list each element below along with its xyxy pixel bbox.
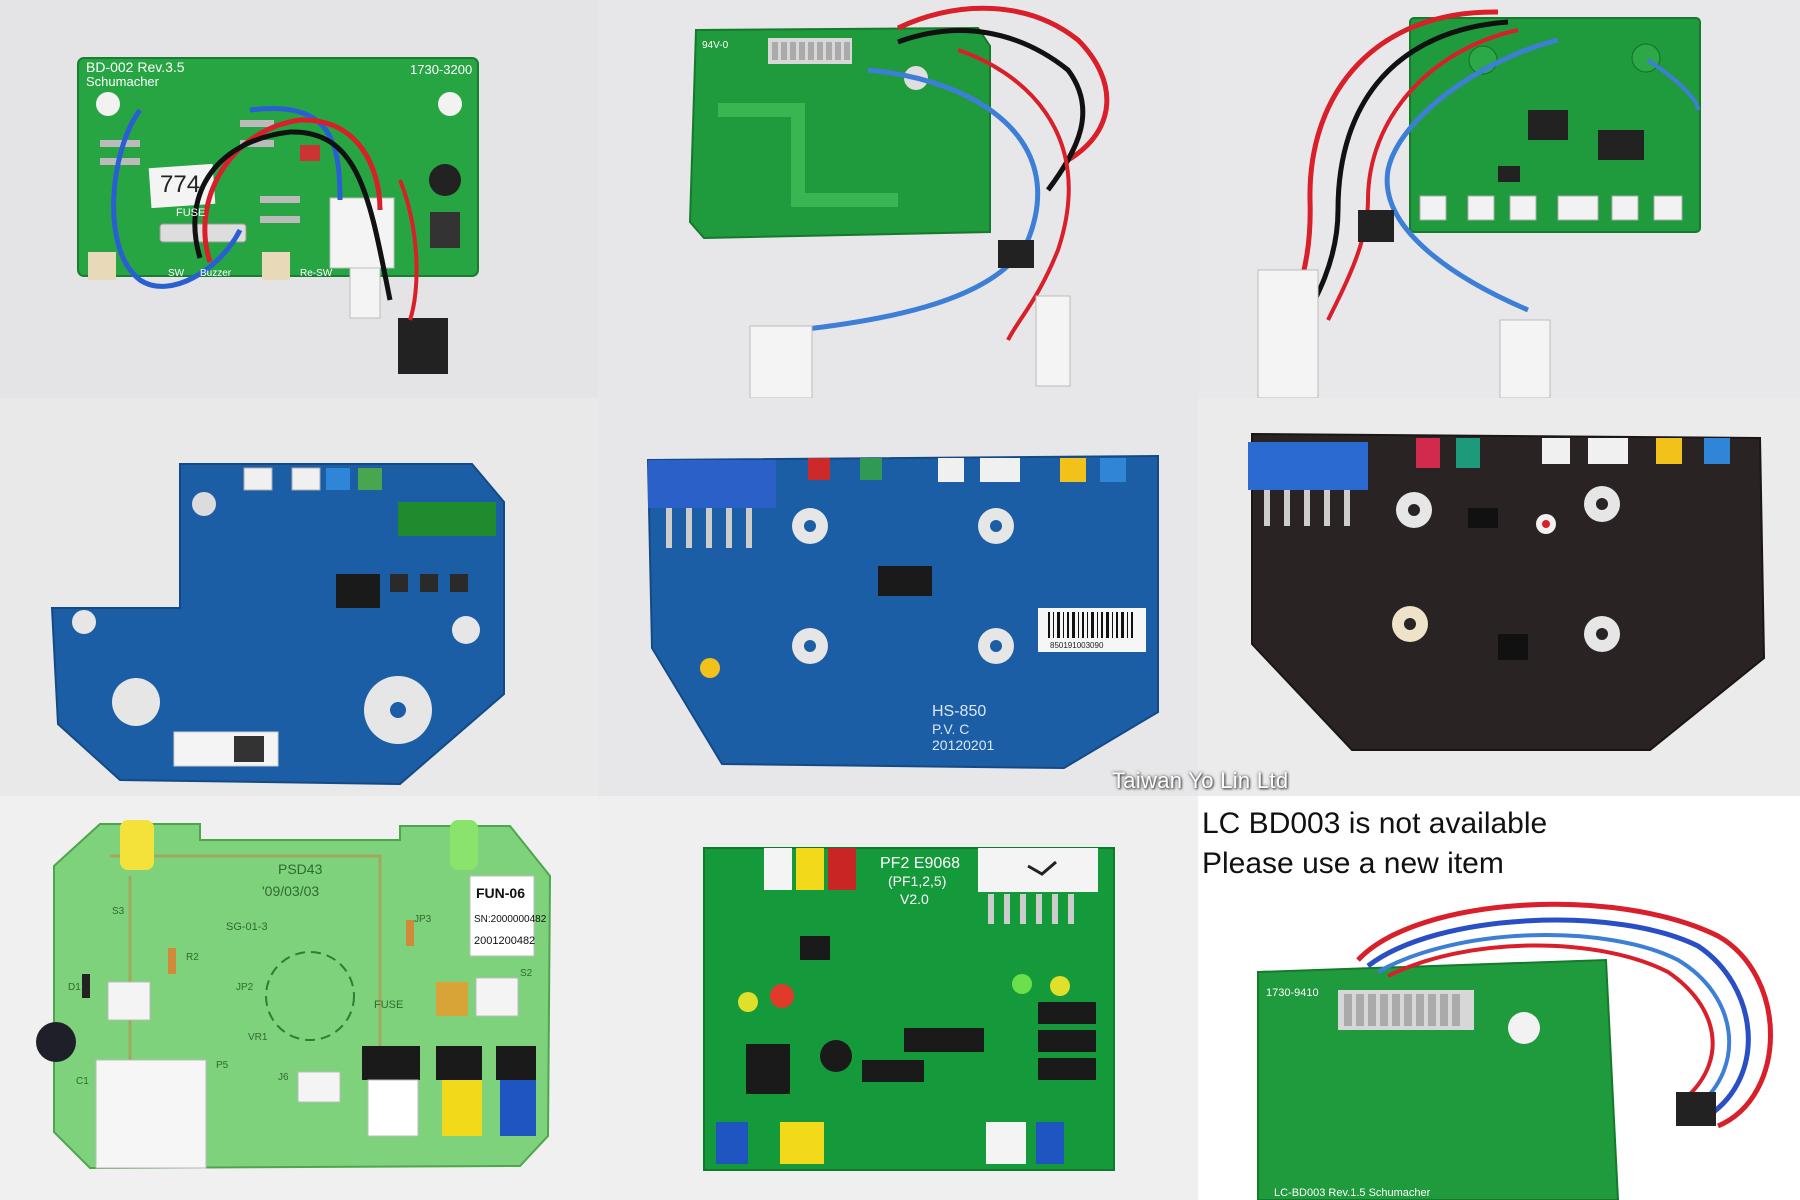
vr1-label: VR1: [248, 1032, 268, 1043]
photo-board-lcbd003: 1730-9410 LC-BD003 Rev.1.5 Schumacher: [1198, 796, 1800, 1200]
board-model-label: LC-BD003 Rev.1.5 Schumacher: [1274, 1187, 1431, 1199]
photo-board-pf2: PF2 E9068 (PF1,2,5) V2.0: [598, 796, 1198, 1200]
board-brand-label: Schumacher: [86, 74, 160, 89]
photo-board-bd002: 774 BD-002 Rev.3.5 Schumacher 1730-3200 …: [0, 0, 598, 398]
board-variant-label: (PF1,2,5): [888, 873, 946, 889]
photo-board-black: [1198, 398, 1800, 796]
board-model-label: BD-002 Rev.3.5: [86, 59, 185, 75]
board-model-label: PF2 E9068: [880, 855, 960, 872]
board-date-label: 20120201: [932, 737, 995, 753]
p5-label: P5: [216, 1060, 229, 1071]
photo-board-fun06: FUN-06 SN:2000000482 2001200482 PSD43 '0…: [0, 796, 598, 1200]
board-code-label: 94V-0: [702, 40, 729, 51]
board-part-label: 1730-9410: [1266, 987, 1319, 999]
s3-label: S3: [112, 906, 125, 917]
board-model-label: PSD43: [278, 861, 323, 877]
r2-label: R2: [186, 952, 199, 963]
fuse-label: FUSE: [374, 999, 403, 1011]
photo-board-hs850: 850191003090 HS-850 P.V. C 20120201: [598, 398, 1198, 796]
board-number: 2001200482: [474, 935, 535, 947]
board-date-label: '09/03/03: [262, 883, 319, 899]
board-rev-label: P.V. C: [932, 721, 969, 737]
board-version-label: V2.0: [900, 891, 929, 907]
photo-board-blue-1: [0, 398, 598, 796]
handwritten-label: 774: [160, 171, 200, 198]
photo-board-charger-wired: [1198, 0, 1800, 398]
board-part-label: 1730-3200: [410, 62, 472, 77]
buzzer-label: Buzzer: [200, 268, 232, 279]
board-model-label: HS-850: [932, 703, 986, 720]
sw-label: SW: [168, 268, 185, 279]
notice-line-1: LC BD003 is not available: [1202, 807, 1548, 840]
notice-line-2: Please use a new item: [1202, 847, 1504, 880]
board-code-label: SG-01-3: [226, 921, 268, 933]
availability-notice: LC BD003 is not available Please use a n…: [1202, 804, 1547, 884]
barcode-number: 850191003090: [1050, 641, 1104, 650]
s2-label: S2: [520, 968, 533, 979]
fun-tag: FUN-06: [476, 885, 525, 901]
watermark-text: Taiwan Yo Lin Ltd: [1112, 768, 1289, 793]
serial-number: SN:2000000482: [474, 914, 547, 925]
d1-label: D1: [68, 982, 81, 993]
photo-board-led-bar: 94V-0: [598, 0, 1198, 398]
jp2-label: JP2: [236, 982, 254, 993]
jp3-label: JP3: [414, 914, 432, 925]
resw-label: Re-SW: [300, 268, 333, 279]
c1-label: C1: [76, 1076, 89, 1087]
j6-label: J6: [278, 1072, 289, 1083]
fuse-label: FUSE: [176, 207, 205, 219]
